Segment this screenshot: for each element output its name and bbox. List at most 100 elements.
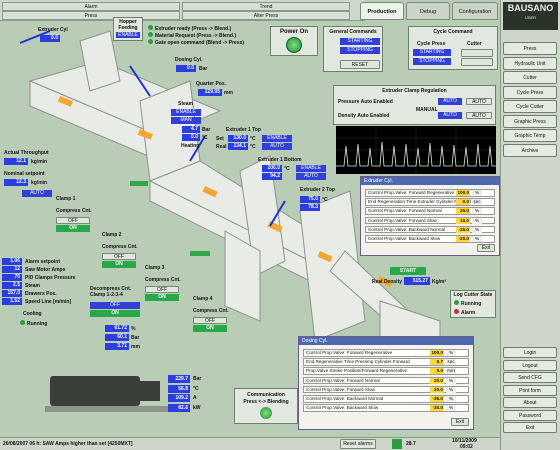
nominal-setpoint-value[interactable]: 12.3 bbox=[4, 179, 28, 186]
nominal-unit: kg/min bbox=[31, 180, 48, 186]
power-on-button[interactable] bbox=[286, 37, 302, 53]
param-value[interactable]: 25.0 bbox=[456, 208, 470, 215]
clamp1-on-button[interactable]: ON bbox=[56, 225, 90, 232]
extruder-cyl-value: 0.0 bbox=[40, 35, 60, 42]
clamp4-panel: Clamp 4 Compress Cnt. OFF ON bbox=[193, 296, 229, 332]
tab-press[interactable]: Press bbox=[2, 11, 180, 20]
steam-pressure-value: 4.7 bbox=[182, 126, 200, 133]
general-stopping-button[interactable]: STOPPING bbox=[340, 47, 380, 54]
dialog1-exit-button[interactable]: Exit bbox=[477, 244, 495, 252]
clamp4-off-button[interactable]: OFF bbox=[193, 317, 227, 324]
heating-label: Heating bbox=[181, 143, 200, 149]
extruder1b-set-value[interactable]: 100.0 bbox=[262, 165, 282, 172]
dialog-param-row: Control Prop.Valve: Forward Regenerative… bbox=[365, 189, 495, 197]
right-menu-hydraulic-unit[interactable]: Hydraulic Unit bbox=[503, 56, 557, 70]
extruder1-auto-button[interactable]: AUTO bbox=[262, 143, 292, 150]
tab-alter-press[interactable]: Alter Press bbox=[182, 11, 350, 20]
clamp-regulation-panel: Extruder Clamp Regulation Pressure Auto … bbox=[333, 85, 496, 125]
cycle-press-stopping-button[interactable]: STOPPING bbox=[413, 58, 451, 65]
start-button[interactable]: START bbox=[390, 267, 426, 275]
pressure-auto-button-2[interactable]: AUTO bbox=[466, 98, 492, 105]
left-value-label: Drawers Pos. bbox=[25, 291, 57, 297]
reset-alarms-button[interactable]: Reset alarms bbox=[340, 439, 376, 449]
right-menu-cutter[interactable]: Cutter bbox=[503, 71, 557, 84]
extruder1-enable-button[interactable]: ENABLE bbox=[262, 135, 292, 142]
tab-configuration[interactable]: Configuration bbox=[452, 2, 498, 20]
extruder1b-enable-button[interactable]: ENABLE bbox=[296, 165, 326, 172]
param-label: Control Prop.Valve: Backward Slow bbox=[368, 236, 441, 241]
decompress-percent-value: 61.72 bbox=[105, 325, 129, 332]
hopper-feeding-panel: Hopper Feeding ENABLE bbox=[113, 17, 143, 41]
density-auto-button-2[interactable]: AUTO bbox=[466, 112, 492, 119]
actual-throughput-label: Actual Throughput bbox=[4, 150, 49, 156]
right-about-button[interactable]: About bbox=[503, 397, 557, 408]
param-value[interactable]: -30.0 bbox=[430, 405, 444, 412]
reset-button[interactable]: RESET bbox=[340, 60, 380, 69]
param-value[interactable]: 100.0 bbox=[430, 350, 444, 356]
dialog-param-row: Prop.Valve Stroke Position/Forward Regen… bbox=[303, 367, 469, 375]
pressure-auto-button[interactable]: AUTO bbox=[438, 98, 462, 105]
param-label: End Regeneration Time Extruder Cylinder … bbox=[368, 199, 472, 205]
left-value: 157.0 bbox=[2, 290, 22, 297]
right-password-button[interactable]: Password bbox=[503, 409, 557, 421]
param-value[interactable]: -20.0 bbox=[456, 236, 470, 242]
clamp3-panel: Clamp 3 Compress Cnt. OFF ON bbox=[145, 265, 181, 301]
decompress-off-button[interactable]: OFF bbox=[90, 302, 140, 309]
right-print-form-button[interactable]: Print form bbox=[503, 384, 557, 396]
right-send-cfg-button[interactable]: Send CFG bbox=[503, 372, 557, 383]
motor-unit: kW bbox=[193, 404, 201, 411]
right-login-button[interactable]: Login bbox=[503, 347, 557, 358]
right-menu-press[interactable]: Press bbox=[503, 42, 557, 55]
right-logout-button[interactable]: Logout bbox=[503, 359, 557, 371]
right-menu-cycle-press[interactable]: Cycle Press bbox=[503, 85, 557, 99]
clamp2-off-button[interactable]: OFF bbox=[102, 253, 136, 260]
extruder1-set-value[interactable]: 130.0 bbox=[228, 135, 248, 142]
left-value: 1.06 bbox=[2, 258, 22, 265]
left-value: 2.5 bbox=[2, 282, 22, 289]
param-value[interactable]: 0.7 bbox=[430, 359, 444, 366]
cutter-button-2[interactable] bbox=[461, 58, 493, 66]
param-label: Prop.Valve Stroke Position/Forward Regen… bbox=[306, 368, 408, 374]
param-value[interactable]: 0.0 bbox=[430, 368, 444, 375]
param-unit: % bbox=[472, 226, 482, 233]
general-starting-button[interactable]: STARTING bbox=[340, 38, 380, 45]
density-auto-button[interactable]: AUTO bbox=[438, 112, 462, 119]
param-value[interactable]: 0.0 bbox=[456, 199, 470, 206]
steam-enable-button[interactable]: ENABLE bbox=[171, 109, 201, 116]
right-exit-button[interactable]: Exit bbox=[503, 422, 557, 433]
param-value[interactable]: -25.0 bbox=[456, 226, 470, 233]
clamp2-on-button[interactable]: ON bbox=[102, 261, 136, 268]
right-menu-archive[interactable]: Archive bbox=[503, 143, 557, 157]
steam-man-button[interactable]: MAN bbox=[171, 117, 201, 124]
right-menu-cycle-cutter[interactable]: Cycle Cutter bbox=[503, 100, 557, 113]
clamp3-off-button[interactable]: OFF bbox=[145, 286, 179, 293]
param-value[interactable]: 20.0 bbox=[430, 386, 444, 393]
decompress-on-button[interactable]: ON bbox=[90, 310, 140, 317]
clamp4-on-button[interactable]: ON bbox=[193, 325, 227, 332]
param-value[interactable]: -36.0 bbox=[430, 396, 444, 402]
right-menu-graphic-press[interactable]: Graphic Press bbox=[503, 114, 557, 128]
dialog2-exit-button[interactable]: Exit bbox=[451, 418, 469, 426]
param-value[interactable]: 100.0 bbox=[456, 190, 470, 196]
decompress-percent-unit: % bbox=[131, 326, 136, 332]
param-value[interactable]: 10.0 bbox=[456, 217, 470, 224]
cutter-button-1[interactable] bbox=[461, 49, 493, 57]
param-label: Control Prop.Valve: Forward Regenerative bbox=[368, 190, 455, 195]
tab-production[interactable]: Production bbox=[360, 2, 404, 20]
extruder2-set-value[interactable]: 75.0 bbox=[300, 196, 320, 203]
clamp3-on-button[interactable]: ON bbox=[145, 294, 179, 301]
right-menu-graphic-temp[interactable]: Graphic Temp bbox=[503, 129, 557, 142]
cycle-press-starting-button[interactable]: STARTING bbox=[413, 49, 451, 56]
decompress-mm-unit: mm bbox=[131, 344, 140, 350]
extruder1b-auto-button[interactable]: AUTO bbox=[296, 173, 326, 180]
tab-debug[interactable]: Debug bbox=[406, 2, 450, 20]
tab-trend[interactable]: Trend bbox=[182, 2, 350, 11]
clamp1-off-button[interactable]: OFF bbox=[56, 217, 90, 224]
hopper-state[interactable]: ENABLE bbox=[116, 32, 140, 38]
tab-alarm[interactable]: Alarm bbox=[2, 2, 180, 11]
throughput-auto-button[interactable]: AUTO bbox=[22, 190, 52, 197]
param-value[interactable]: 20.0 bbox=[430, 377, 444, 384]
